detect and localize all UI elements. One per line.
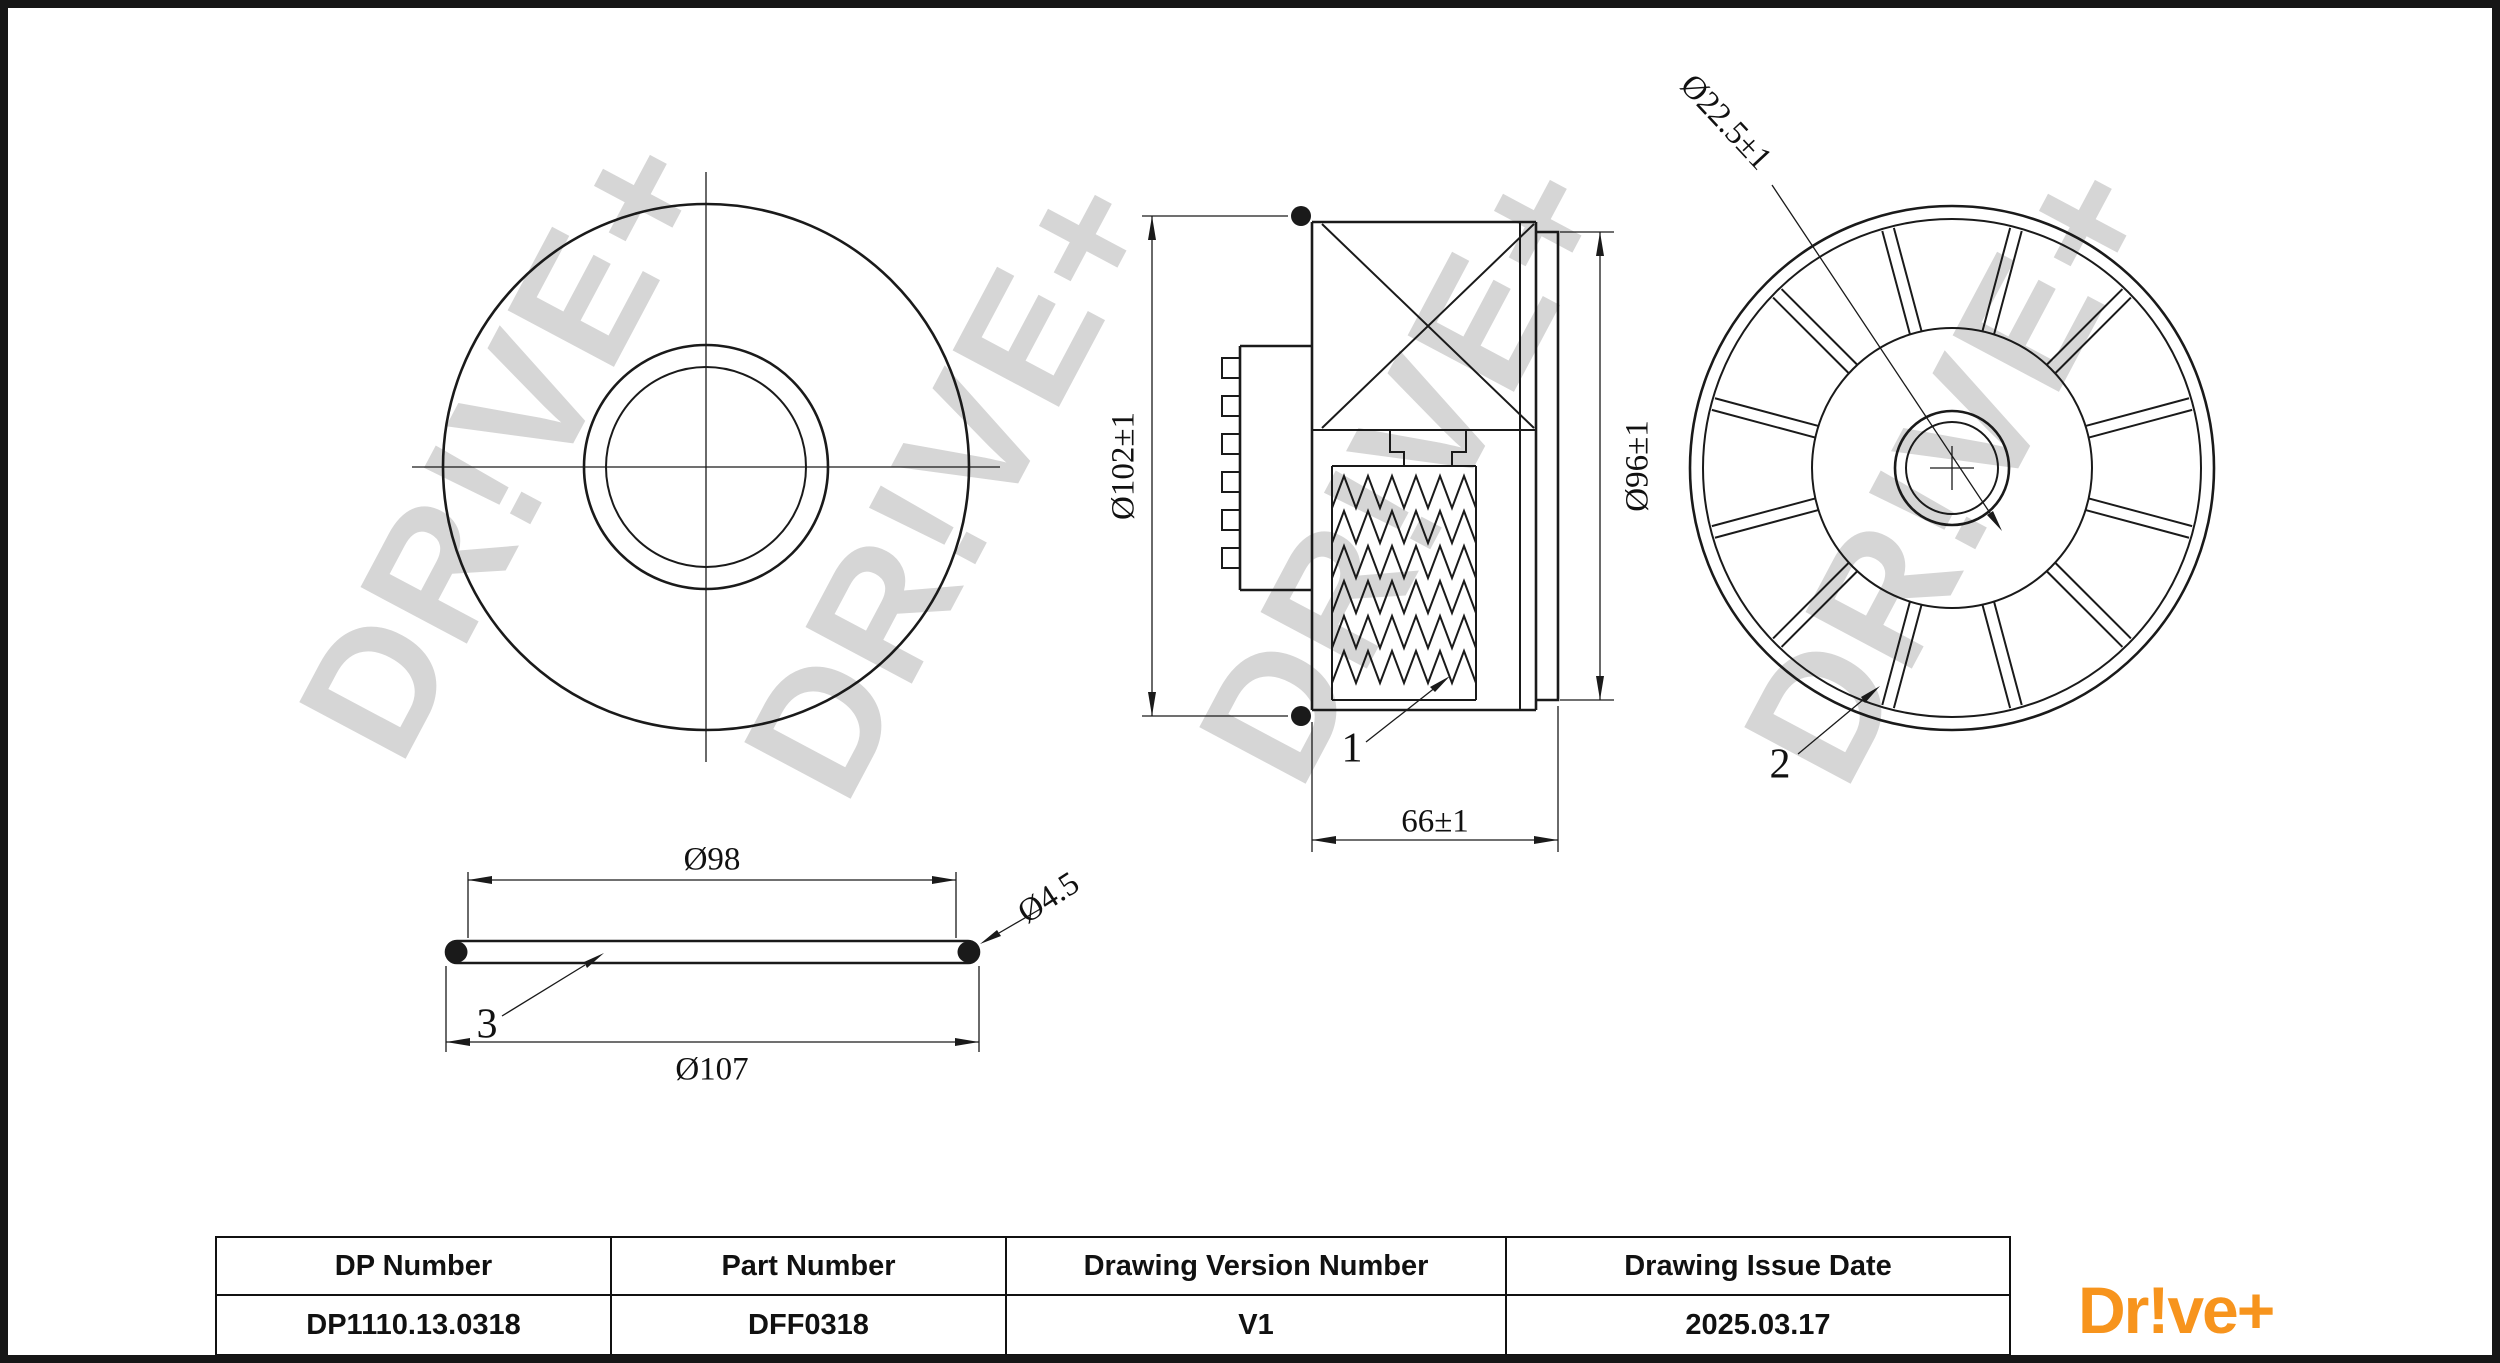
titleblock-header-issue-date: Drawing Issue Date	[1507, 1238, 2009, 1296]
section-view	[1221, 206, 1560, 726]
callout-2-label: 2	[1770, 742, 1791, 788]
callout-3-label: 3	[477, 1002, 498, 1048]
titleblock-value-dp-number: DP1110.13.0318	[217, 1296, 612, 1354]
dim-length-label: 66±1	[1401, 804, 1469, 840]
titleblock-header-part-number: Part Number	[612, 1238, 1007, 1296]
titleblock-header-drawing-version: Drawing Version Number	[1007, 1238, 1507, 1296]
dim-oring-outer-label: Ø107	[675, 1052, 748, 1088]
rear-view	[1688, 204, 2216, 732]
front-view	[412, 172, 1000, 762]
title-block: DP Number Part Number Drawing Version Nu…	[215, 1236, 2011, 1356]
titleblock-header-dp-number: DP Number	[217, 1238, 612, 1296]
drive-plus-logo: Dr!ve+	[2078, 1273, 2275, 1347]
dim-hub-diameter-label: Ø22.5±1	[1673, 68, 1779, 178]
dim-inner-diameter-label: Ø96±1	[1620, 420, 1656, 511]
front-view-center-hole	[605, 366, 807, 568]
dim-oring-inner-label: Ø98	[684, 842, 741, 878]
filter-pleats	[1331, 465, 1477, 701]
rear-view-dimensions	[1771, 184, 1991, 755]
titleblock-value-issue-date: 2025.03.17	[1507, 1296, 2009, 1354]
oring-section-bottom	[1291, 706, 1311, 726]
titleblock-value-drawing-version: V1	[1007, 1296, 1507, 1354]
oring-section-top	[1291, 206, 1311, 226]
dim-oring-cross-section-label: Ø4.5	[1012, 865, 1086, 931]
front-view-outer-circle	[441, 202, 971, 732]
oring-view	[444, 939, 981, 965]
titleblock-value-part-number: DFF0318	[612, 1296, 1007, 1354]
dim-outer-diameter-label: Ø102±1	[1106, 412, 1142, 520]
oring-dimensions	[445, 872, 1043, 1052]
section-view-dimensions	[1142, 215, 1614, 852]
callout-1-label: 1	[1342, 726, 1363, 772]
